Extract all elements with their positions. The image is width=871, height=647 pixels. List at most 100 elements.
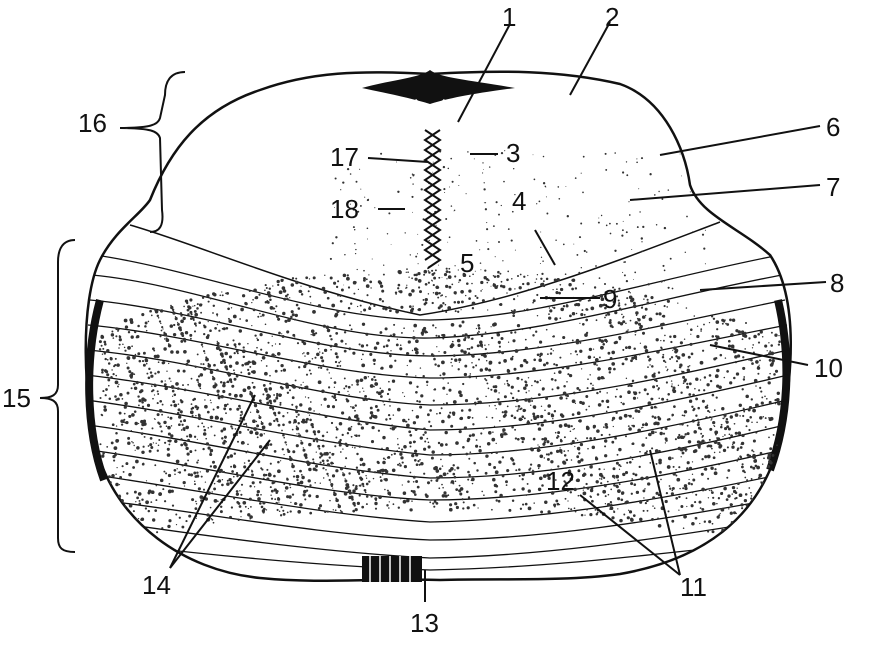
stipple-dot (383, 403, 386, 406)
stipple-dot (171, 387, 174, 389)
stipple-dot (458, 281, 460, 283)
stipple-dot (319, 482, 321, 484)
stipple-dot (150, 501, 153, 504)
stipple-dot (343, 313, 346, 316)
stipple-dot (169, 324, 174, 328)
stipple-dot (615, 461, 619, 465)
stipple-dot (756, 465, 760, 470)
stipple-dot (334, 343, 338, 347)
stipple-dot (484, 202, 487, 204)
stipple-dot (681, 353, 686, 357)
stipple-dot (185, 425, 190, 430)
stipple-dot (653, 378, 657, 382)
stipple-dot (666, 368, 669, 371)
stipple-dot (510, 385, 514, 389)
stipple-dot (717, 441, 721, 446)
stipple-dot (316, 341, 321, 346)
stipple-dot (264, 289, 266, 292)
stipple-dot (281, 286, 286, 290)
stipple-dot (553, 372, 556, 374)
stipple-dot (482, 427, 485, 430)
stipple-dot (288, 389, 292, 392)
stipple-dot (522, 282, 525, 286)
stipple-dot (352, 280, 357, 285)
stipple-dot (552, 350, 554, 352)
stipple-dot (360, 188, 362, 190)
stipple-dot (460, 289, 464, 294)
stipple-dot (579, 341, 582, 344)
stipple-dot (669, 375, 671, 378)
label-12: 12 (546, 466, 575, 496)
stipple-dot (640, 237, 643, 240)
stipple-dot (545, 186, 547, 188)
stipple-dot (128, 414, 132, 418)
stipple-dot (574, 177, 577, 179)
stipple-dot (454, 293, 457, 295)
stipple-dot (503, 180, 505, 183)
stipple-dot (767, 381, 771, 385)
stipple-dot (531, 384, 533, 387)
stipple-dot (260, 348, 263, 351)
stipple-dot (537, 463, 541, 468)
stipple-dot (296, 478, 299, 482)
stipple-dot (563, 423, 568, 427)
stipple-dot (132, 441, 134, 444)
stipple-dot (503, 359, 507, 363)
stipple-dot (339, 294, 342, 297)
stipple-dot (118, 338, 122, 342)
stipple-dot (392, 333, 396, 337)
stipple-dot (581, 401, 585, 406)
stipple-dot (576, 455, 580, 459)
stipple-dot (582, 191, 584, 194)
stipple-dot (299, 480, 304, 485)
stipple-dot (640, 157, 644, 160)
stipple-dot (357, 434, 361, 437)
stipple-dot (408, 292, 412, 297)
number-labels: 1 2 3 4 5 6 7 8 9 10 11 12 13 14 15 16 1… (2, 2, 844, 638)
stipple-dot (308, 278, 311, 280)
stipple-dot (214, 382, 216, 384)
stipple-dot (608, 321, 612, 325)
stipple-dot (190, 403, 193, 405)
stipple-dot (632, 417, 634, 419)
stipple-dot (267, 473, 272, 477)
stipple-dot (244, 505, 247, 508)
stipple-dot (369, 280, 373, 284)
stipple-dot (324, 274, 326, 276)
stipple-dot (469, 416, 471, 418)
stipple-dot (347, 306, 351, 310)
stipple-dot (477, 358, 481, 361)
stipple-dot (766, 350, 768, 352)
stipple-dot (454, 502, 458, 506)
stipple-dot (103, 408, 108, 412)
stipple-dot (227, 317, 230, 320)
stipple-dot (269, 374, 271, 377)
stipple-dot (698, 168, 700, 170)
stipple-dot (247, 368, 250, 371)
stipple-dot (318, 456, 322, 459)
stipple-dot (454, 480, 457, 482)
stipple-dot (254, 431, 259, 436)
stipple-dot (412, 336, 416, 340)
stipple-dot (475, 240, 478, 242)
stipple-dot (311, 425, 315, 429)
stipple-dot (175, 513, 178, 516)
stipple-dot (617, 299, 620, 302)
stipple-dot (160, 430, 163, 433)
stipple-dot (389, 405, 391, 407)
stipple-dot (308, 285, 312, 288)
stipple-dot (686, 432, 690, 436)
stipple-dot (660, 323, 664, 327)
stipple-dot (140, 432, 144, 435)
stipple-dot (369, 416, 373, 420)
stipple-dot (195, 415, 197, 417)
stipple-dot (260, 493, 262, 496)
stipple-dot (666, 369, 668, 372)
stipple-dot (589, 473, 593, 477)
stipple-dot (303, 364, 307, 369)
stipple-dot (546, 457, 550, 461)
stipple-dot (505, 433, 508, 436)
stipple-dot (283, 297, 287, 301)
stipple-dot (417, 308, 420, 311)
stipple-dot (295, 425, 298, 428)
